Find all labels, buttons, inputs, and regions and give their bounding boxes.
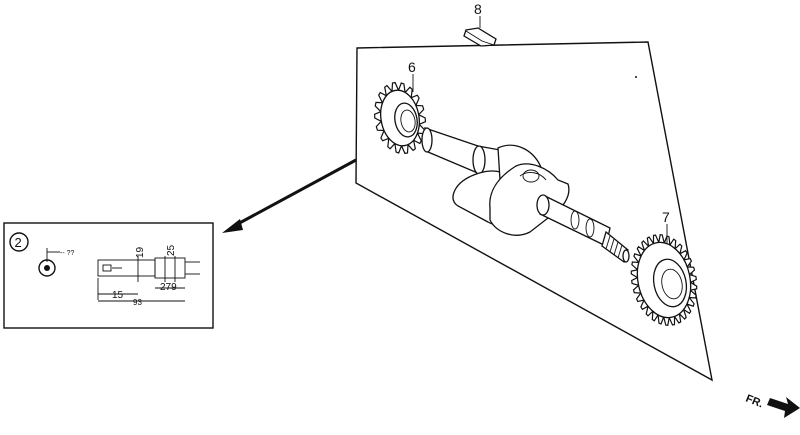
crankshaft — [421, 127, 630, 264]
inset-shaft-side-view — [97, 256, 200, 302]
inset-dim-93: 93 — [133, 298, 142, 307]
callout-part-8: 8 — [474, 1, 482, 17]
front-direction-label: FR. — [744, 393, 765, 411]
part-7-gear — [630, 224, 698, 326]
part-6-gear — [373, 74, 427, 155]
callout-part-6: 6 — [408, 59, 416, 75]
front-direction-indicator — [767, 397, 800, 418]
callout-part-7: 7 — [662, 209, 670, 225]
main-panel-outline — [355, 41, 713, 382]
front-arrow-icon — [767, 397, 800, 418]
inset-dim-25: 25 — [166, 244, 177, 256]
part-8-key — [463, 16, 497, 47]
inset-detail-box — [3, 222, 214, 329]
inset-end-view — [38, 248, 60, 277]
inset-dim-small: -- ?? — [60, 250, 75, 257]
scan-speck — [635, 76, 637, 78]
inset-dim-19: 19 — [135, 246, 146, 258]
inset-ref-marker — [9, 232, 29, 252]
inset-pointer-arrow — [222, 158, 357, 233]
inset-dim-15: 15 — [112, 290, 124, 301]
inset-dim-279: 279 — [160, 282, 177, 293]
inset-ref-number: 2 — [15, 235, 22, 250]
